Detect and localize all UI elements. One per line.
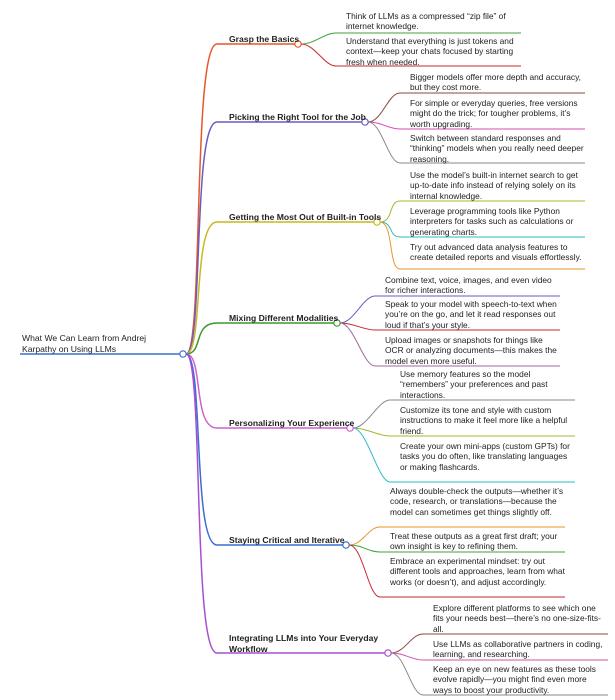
leaf-connector [390, 652, 608, 696]
branch-label: Integrating LLMs into Your Everyday Work… [229, 633, 379, 654]
leaf-text: Use the model’s built-in internet search… [410, 170, 578, 201]
branch-connector [185, 121, 362, 355]
leaf-connector [348, 544, 565, 553]
leaf-connector [348, 544, 565, 598]
leaf-text: Leverage programming tools like Python i… [410, 206, 574, 237]
leaf-text: Speak to your model with speech-to-text … [385, 299, 557, 330]
leaf-connector [339, 322, 560, 331]
leaf-text: Understand that everything is just token… [346, 36, 514, 67]
branch-label: Personalizing Your Experience [229, 418, 355, 428]
leaf-text: Create your own mini-apps (custom GPTs) … [400, 441, 570, 472]
branch-label: Getting the Most Out of Built-in Tools [229, 212, 382, 222]
branch-node-toggle[interactable] [342, 541, 350, 549]
leaf-text: Combine text, voice, images, and even vi… [385, 275, 552, 296]
leaf-connector [352, 399, 575, 429]
branch-label: Grasp the Basics [229, 34, 300, 44]
leaf-connector [300, 32, 521, 45]
branch-node-toggle[interactable] [333, 319, 341, 327]
leaf-connector [379, 221, 585, 238]
leaf-text: Embrace an experimental mindset: try out… [390, 556, 565, 587]
leaf-connector [379, 221, 585, 270]
branch-connector [185, 221, 374, 355]
leaf-text: Bigger models offer more depth and accur… [410, 72, 582, 93]
leaf-text: Customize its tone and style with custom… [400, 405, 568, 436]
branch-label: Picking the Right Tool for the Job [229, 112, 366, 122]
leaf-text: For simple or everyday queries, free ver… [410, 98, 578, 129]
leaf-connector [352, 427, 575, 437]
leaf-connector [367, 121, 585, 164]
branch-connector [185, 43, 295, 355]
leaf-connector [390, 652, 608, 661]
branch-connector [185, 353, 343, 546]
leaf-text: Upload images or snapshots for things li… [385, 335, 557, 366]
leaf-connector [367, 121, 585, 130]
branch-connector [185, 353, 385, 654]
branch-node-toggle[interactable] [361, 118, 369, 126]
leaf-text: Keep an eye on new features as these too… [433, 664, 596, 695]
root-node-toggle[interactable] [179, 350, 187, 358]
branch-node-toggle[interactable] [384, 649, 392, 657]
leaf-connector [367, 92, 585, 123]
branch-node-toggle[interactable] [346, 424, 354, 432]
branch-label: Staying Critical and Iterative [229, 535, 345, 545]
branch-node-toggle[interactable] [294, 40, 302, 48]
leaf-connector [339, 322, 560, 367]
leaf-connector [339, 295, 560, 324]
root-topic: What We Can Learn from Andrej Karpathy o… [22, 333, 147, 354]
leaf-connector [390, 633, 608, 654]
leaf-connector [300, 43, 521, 67]
leaf-text: Use memory features so the model “rememb… [400, 369, 548, 400]
leaf-text: Always double-check the outputs—whether … [390, 486, 564, 517]
leaf-text: Use LLMs as collaborative partners in co… [433, 639, 603, 660]
leaf-text: Explore different platforms to see which… [433, 603, 601, 634]
leaf-text: Treat these outputs as a great first dra… [390, 531, 558, 552]
leaf-text: Try out advanced data analysis features … [410, 242, 582, 263]
branch-label: Mixing Different Modalities [229, 313, 339, 323]
branch-connector [185, 353, 347, 429]
leaf-connector [348, 526, 565, 546]
leaf-text: Think of LLMs as a compressed “zip file”… [346, 11, 506, 32]
leaf-connector [352, 427, 575, 483]
branch-node-toggle[interactable] [373, 218, 381, 226]
branch-connector [185, 322, 334, 355]
leaf-connector [379, 200, 585, 223]
leaf-text: Switch between standard responses and “t… [410, 133, 584, 164]
